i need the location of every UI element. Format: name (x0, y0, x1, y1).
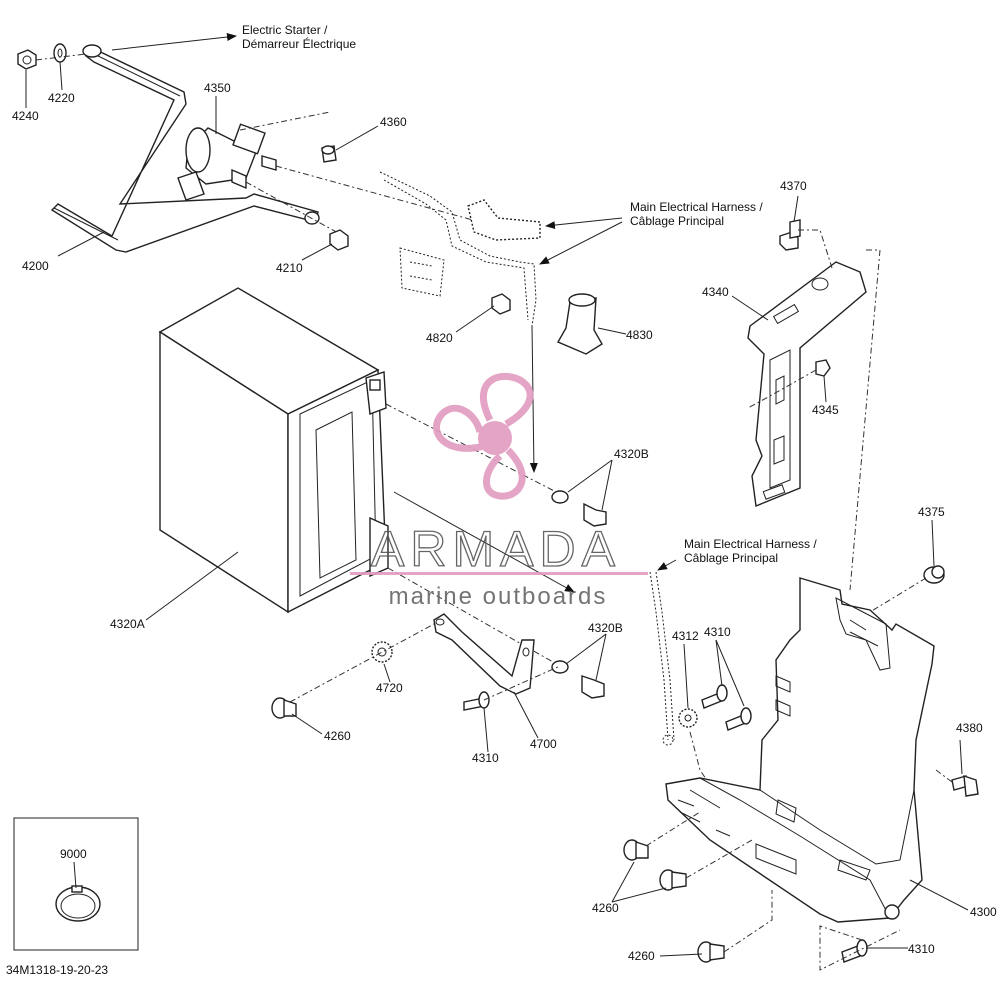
flange-bolts-4260-lower (623, 839, 687, 891)
washer-4220 (53, 43, 67, 63)
harness-2-label-en: Main Electrical Harness / (684, 537, 817, 551)
nut-4820 (491, 293, 511, 315)
nut-4240 (17, 49, 37, 70)
part-4820-label: 4820 (426, 331, 453, 345)
terminal-cap-4830 (557, 293, 603, 355)
part-9000-label: 9000 (60, 847, 87, 861)
main-harness-lower (649, 571, 675, 746)
callout-labels: Electric Starter / Démarreur Électrique … (6, 23, 997, 977)
electric-starter-label-en: Electric Starter / (242, 23, 328, 37)
part-4220-label: 4220 (48, 91, 75, 105)
part-4320A-label: 4320A (110, 617, 145, 631)
washer-bolt-4320B-bottom (551, 660, 605, 699)
starter-bracket-4200 (50, 44, 320, 253)
starter-solenoid-4350 (177, 123, 277, 201)
star-washer-4312 (678, 708, 698, 728)
part-4310-middle-label: 4310 (472, 751, 499, 765)
flange-bolt-4260-bottom (697, 941, 725, 963)
part-4312-label: 4312 (672, 629, 699, 643)
part-4345-label: 4345 (812, 403, 839, 417)
bolt-4360 (321, 145, 337, 163)
nut-4375 (923, 565, 945, 584)
part-4300-label: 4300 (970, 905, 997, 919)
battery-4320A (158, 287, 389, 614)
part-4320B-top-label: 4320B (614, 447, 649, 461)
part-4320B-bottom-label: 4320B (588, 621, 623, 635)
nut-4210 (329, 229, 349, 251)
part-4210-label: 4210 (276, 261, 303, 275)
bolt-4370 (779, 219, 801, 251)
armada-watermark: ARMADA marine outboards (350, 372, 648, 610)
washer-bolt-4320B-top (551, 490, 607, 527)
main-harness-upper (379, 171, 541, 327)
electric-starter-label-fr: Démarreur Électrique (242, 36, 356, 51)
battery-tray-4300 (665, 577, 935, 923)
part-4240-label: 4240 (12, 109, 39, 123)
part-4260-lower-label: 4260 (592, 901, 619, 915)
nut-4345 (815, 359, 831, 377)
part-4260-bottom-label: 4260 (628, 949, 655, 963)
watermark-brand: ARMADA (371, 521, 621, 577)
part-4375-label: 4375 (918, 505, 945, 519)
part-4360-label: 4360 (380, 115, 407, 129)
part-4340-label: 4340 (702, 285, 729, 299)
propeller-logo-icon (433, 372, 534, 500)
part-4350-label: 4350 (204, 81, 231, 95)
bracket-4340 (747, 261, 867, 507)
part-4830-label: 4830 (626, 328, 653, 342)
harness-1-label-en: Main Electrical Harness / (630, 200, 763, 214)
part-4200-label: 4200 (22, 259, 49, 273)
star-washer-4720 (371, 641, 393, 663)
harness-2-label-fr: Câblage Principal (684, 551, 778, 565)
harness-1-label-fr: Câblage Principal (630, 214, 724, 228)
part-4260-left-label: 4260 (324, 729, 351, 743)
part-4380-label: 4380 (956, 721, 983, 735)
bolt-4310-bottom (841, 939, 868, 963)
flange-bolt-4260-left (271, 697, 297, 719)
bolt-4380 (951, 774, 979, 797)
part-4700-label: 4700 (530, 737, 557, 751)
part-4720-label: 4720 (376, 681, 403, 695)
bolts-4310-right (701, 684, 752, 731)
bolt-4310-middle (463, 691, 490, 711)
watermark-tagline: marine outboards (389, 583, 608, 610)
drawing-number: 34M1318-19-20-23 (6, 963, 108, 977)
part-4310-bottom-label: 4310 (908, 942, 935, 956)
part-4370-label: 4370 (780, 179, 807, 193)
part-4310-right-label: 4310 (704, 625, 731, 639)
ground-strap-4700 (433, 613, 535, 695)
